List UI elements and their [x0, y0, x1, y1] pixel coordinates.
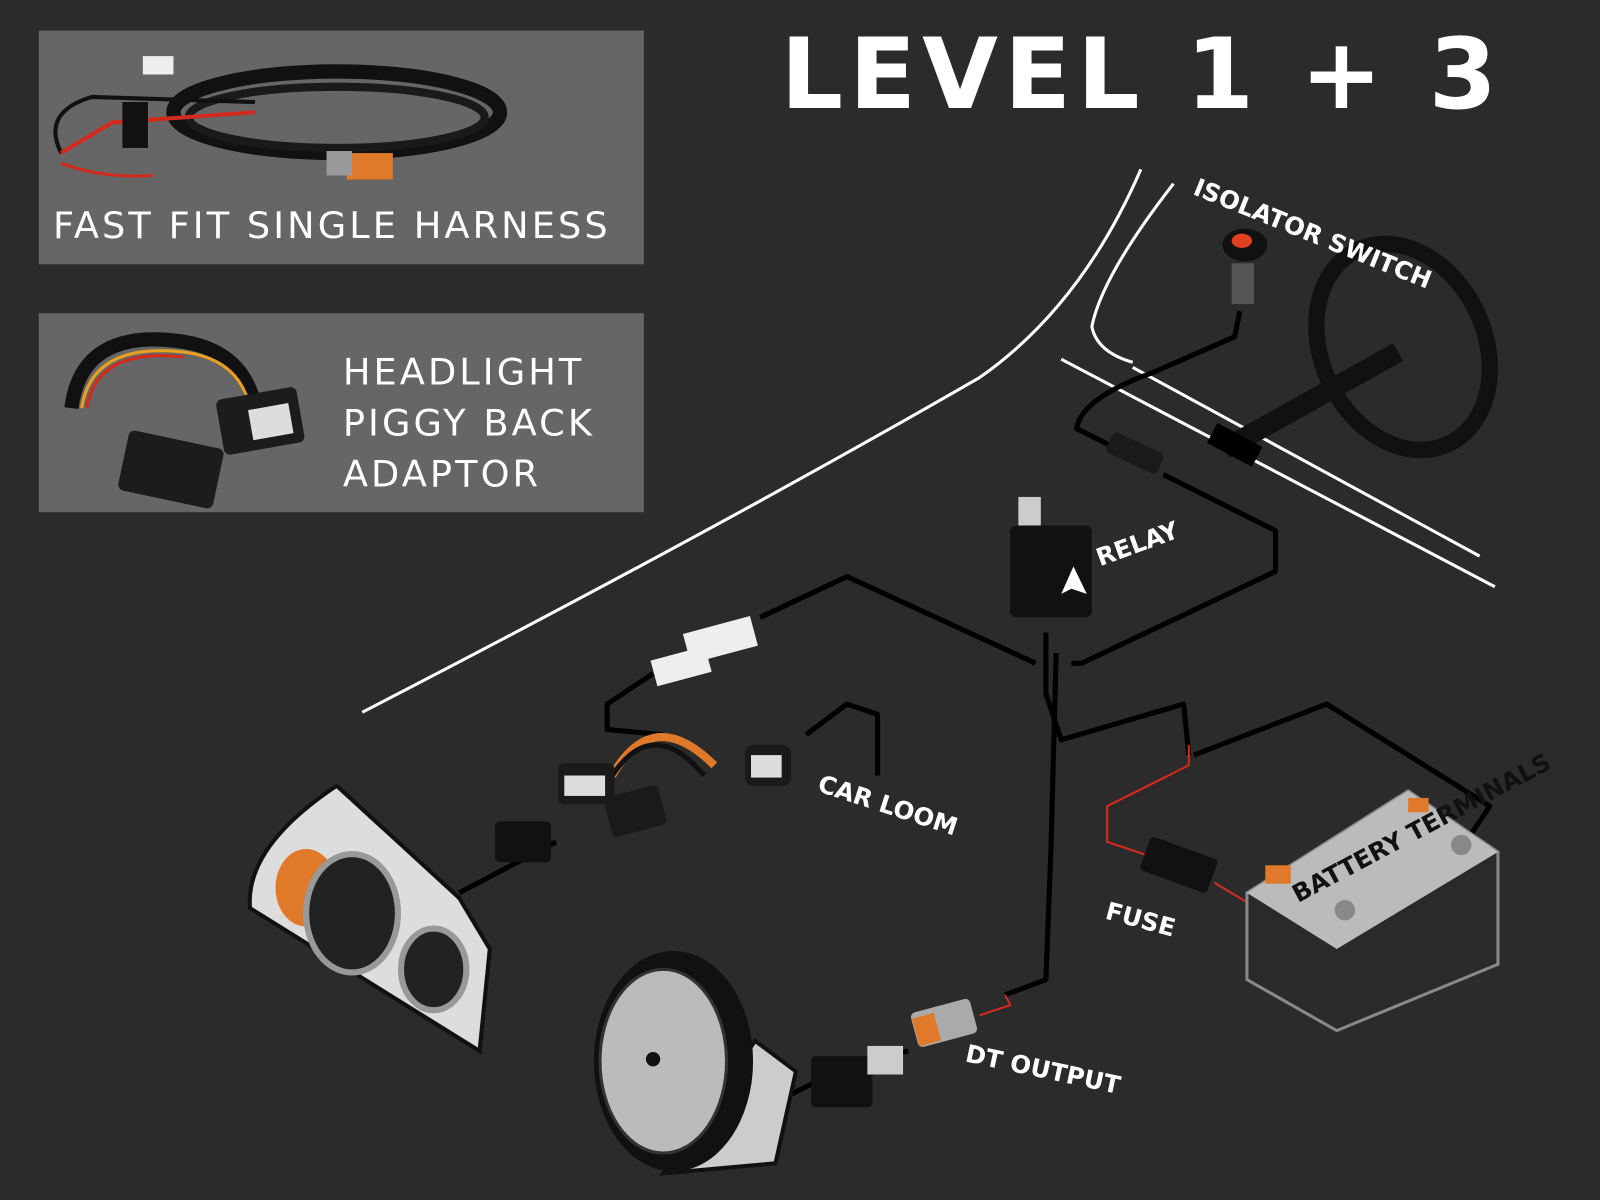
inline-connector-icon	[1106, 432, 1164, 474]
adaptor-label-line3: ADAPTOR	[343, 453, 541, 496]
white-connectors-icon	[650, 616, 758, 687]
headlight-icon	[247, 783, 552, 1055]
battery-terminal-neg-icon	[1334, 900, 1356, 921]
harness-panel: FAST FIT SINGLE HARNESS	[38, 30, 644, 265]
piggyback-adaptor-icon	[558, 732, 718, 837]
brand-logo-icon	[1061, 566, 1087, 594]
steering-wheel-icon	[1206, 235, 1498, 467]
adaptor-label-line1: HEADLIGHT	[343, 351, 585, 394]
page-title: LEVEL 1 + 3	[781, 18, 1503, 132]
driving-light-icon	[593, 951, 904, 1176]
switch-button-icon	[1231, 233, 1253, 248]
harness-label: FAST FIT SINGLE HARNESS	[53, 204, 611, 247]
battery-terminal-pos-icon	[1451, 834, 1472, 856]
harness-image	[53, 56, 508, 180]
adaptor-image	[64, 332, 305, 509]
relay-body-icon	[1010, 525, 1092, 618]
adaptor-panel: HEADLIGHT PIGGY BACK ADAPTOR	[38, 313, 644, 513]
fuse-holder-icon	[1140, 836, 1218, 893]
vehicle-outline	[361, 168, 1496, 714]
adaptor-label-line2: PIGGY BACK	[343, 402, 595, 445]
